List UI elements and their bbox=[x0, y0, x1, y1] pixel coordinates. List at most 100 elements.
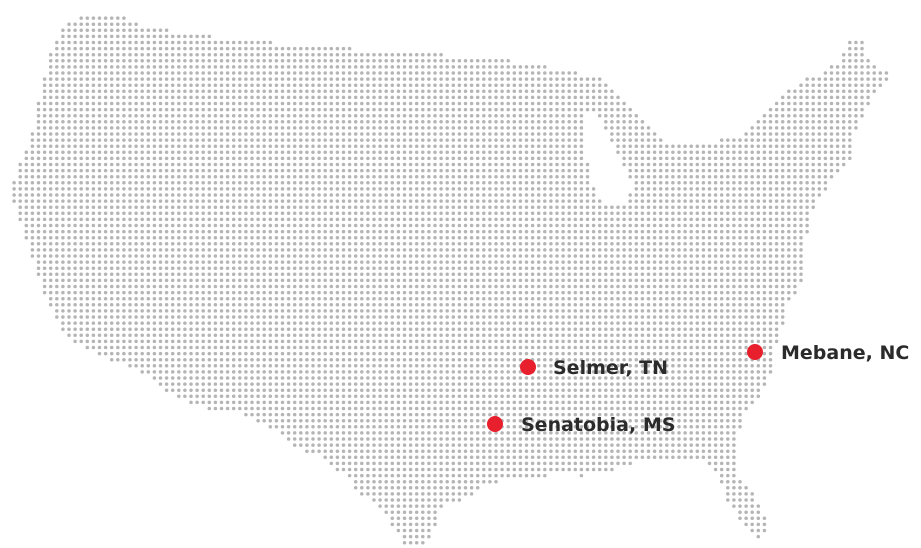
map-dot bbox=[317, 144, 321, 148]
map-dot bbox=[213, 101, 218, 106]
map-dot bbox=[744, 199, 748, 203]
map-dot bbox=[530, 260, 535, 264]
map-dot bbox=[488, 71, 492, 75]
map-dot bbox=[482, 89, 486, 94]
map-dot bbox=[408, 65, 413, 69]
map-dot bbox=[396, 290, 401, 295]
map-dot bbox=[378, 132, 382, 136]
map-dot bbox=[195, 101, 199, 106]
map-dot bbox=[439, 120, 443, 124]
map-dot bbox=[646, 199, 651, 203]
map-dot bbox=[238, 296, 242, 301]
map-dot bbox=[335, 162, 340, 167]
map-dot bbox=[274, 120, 279, 124]
map-dot bbox=[183, 272, 187, 277]
map-dot bbox=[268, 248, 273, 252]
map-dot bbox=[567, 89, 571, 94]
map-dot bbox=[177, 59, 181, 63]
map-dot bbox=[677, 187, 681, 191]
map-dot bbox=[341, 120, 346, 124]
map-dot bbox=[213, 83, 218, 87]
map-dot bbox=[713, 235, 718, 240]
map-dot bbox=[353, 150, 358, 155]
map-dot bbox=[378, 199, 382, 203]
map-dot bbox=[726, 211, 730, 216]
map-dot bbox=[170, 284, 175, 289]
map-dot bbox=[372, 187, 376, 191]
map-dot bbox=[146, 205, 151, 209]
map-dot bbox=[183, 217, 187, 222]
map-dot bbox=[628, 156, 632, 161]
map-dot bbox=[268, 77, 273, 81]
map-dot bbox=[61, 193, 65, 197]
map-dot bbox=[116, 211, 120, 216]
map-dot bbox=[250, 83, 254, 87]
map-dot bbox=[475, 235, 480, 240]
map-dot bbox=[67, 132, 71, 136]
map-dot bbox=[55, 193, 59, 197]
map-dot bbox=[396, 120, 401, 124]
map-dot bbox=[48, 150, 53, 155]
map-dot bbox=[646, 254, 651, 258]
map-dot bbox=[292, 46, 297, 51]
map-dot bbox=[390, 290, 395, 295]
map-dot bbox=[707, 284, 712, 289]
map-dot bbox=[384, 113, 388, 118]
map-dot bbox=[573, 138, 578, 142]
map-dot bbox=[250, 278, 254, 283]
map-dot bbox=[366, 126, 370, 130]
map-dot bbox=[280, 199, 285, 203]
map-dot bbox=[195, 174, 199, 179]
map-dot bbox=[79, 260, 83, 264]
map-dot bbox=[848, 52, 852, 57]
map-dot bbox=[622, 126, 626, 130]
map-dot bbox=[671, 266, 675, 270]
map-dot bbox=[384, 83, 388, 87]
map-dot bbox=[408, 296, 413, 301]
map-dot bbox=[787, 290, 791, 295]
map-dot bbox=[250, 260, 254, 264]
map-dot bbox=[414, 52, 419, 57]
map-dot bbox=[475, 211, 480, 216]
map-dot bbox=[421, 77, 425, 81]
map-dot bbox=[128, 223, 132, 228]
map-dot bbox=[500, 101, 504, 106]
map-dot bbox=[207, 162, 212, 167]
map-dot bbox=[323, 95, 327, 100]
map-dot bbox=[48, 144, 53, 148]
map-dot bbox=[744, 138, 748, 142]
map-dot bbox=[701, 217, 706, 222]
map-dot bbox=[67, 40, 71, 45]
map-dot bbox=[561, 211, 565, 216]
map-dot bbox=[652, 235, 657, 240]
map-dot bbox=[201, 193, 205, 197]
map-dot bbox=[97, 168, 102, 173]
map-dot bbox=[372, 205, 376, 209]
map-dot bbox=[305, 284, 309, 289]
map-dot bbox=[793, 272, 797, 277]
map-dot bbox=[103, 235, 108, 240]
map-dot bbox=[286, 181, 291, 185]
map-dot bbox=[335, 168, 340, 173]
map-dot bbox=[579, 187, 584, 191]
map-dot bbox=[543, 290, 547, 295]
map-dot bbox=[530, 132, 535, 136]
map-dot bbox=[170, 101, 175, 106]
map-dot bbox=[750, 199, 754, 203]
map-dot bbox=[524, 132, 529, 136]
map-dot bbox=[225, 40, 230, 45]
map-dot bbox=[543, 132, 547, 136]
map-dot bbox=[170, 260, 175, 264]
map-dot bbox=[128, 272, 132, 277]
map-dot bbox=[536, 260, 541, 264]
map-dot bbox=[366, 290, 370, 295]
map-dot bbox=[695, 193, 700, 197]
map-dot bbox=[652, 290, 657, 295]
map-dot bbox=[756, 290, 761, 295]
map-dot bbox=[762, 187, 767, 191]
map-dot bbox=[482, 174, 486, 179]
map-dot bbox=[79, 28, 83, 33]
map-dot bbox=[665, 266, 669, 270]
map-dot bbox=[518, 156, 523, 161]
map-dot bbox=[299, 132, 303, 136]
